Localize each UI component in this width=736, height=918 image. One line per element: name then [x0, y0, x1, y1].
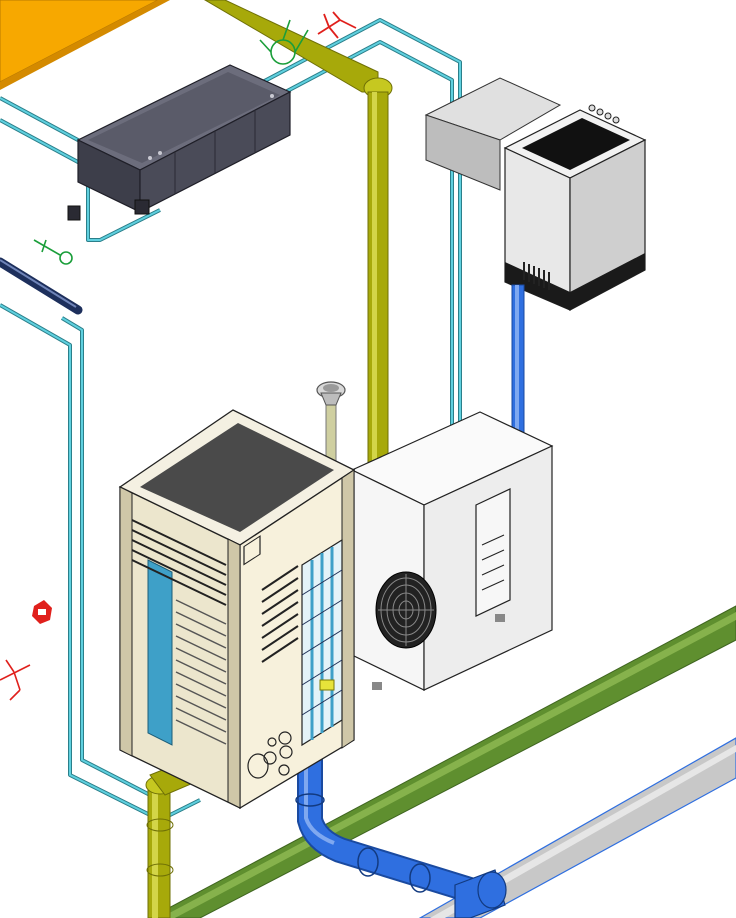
- supply-duct[interactable]: [0, 0, 170, 90]
- drain-pipe[interactable]: [295, 284, 525, 918]
- flue-terminal[interactable]: [316, 381, 346, 479]
- green-main-pipe[interactable]: [149, 605, 736, 918]
- loop-symbol-left[interactable]: [33, 239, 73, 265]
- insulated-line[interactable]: [0, 257, 83, 315]
- wall-boiler-unit[interactable]: [424, 77, 647, 311]
- ceiling-cassette-unit[interactable]: [67, 64, 292, 221]
- heat-pump-unit[interactable]: [350, 411, 554, 691]
- tag-symbol-left[interactable]: [32, 600, 52, 624]
- annotation-symbols: [0, 11, 357, 701]
- vrf-outdoor-unit[interactable]: [118, 409, 356, 810]
- valve-symbol-top[interactable]: [317, 11, 357, 39]
- grey-main-pipe[interactable]: [418, 737, 736, 918]
- loop-symbol-top[interactable]: [259, 19, 309, 65]
- fan-icon: [375, 571, 437, 649]
- gas-pipe[interactable]: [145, 0, 393, 918]
- valve-symbol-left[interactable]: [0, 659, 31, 701]
